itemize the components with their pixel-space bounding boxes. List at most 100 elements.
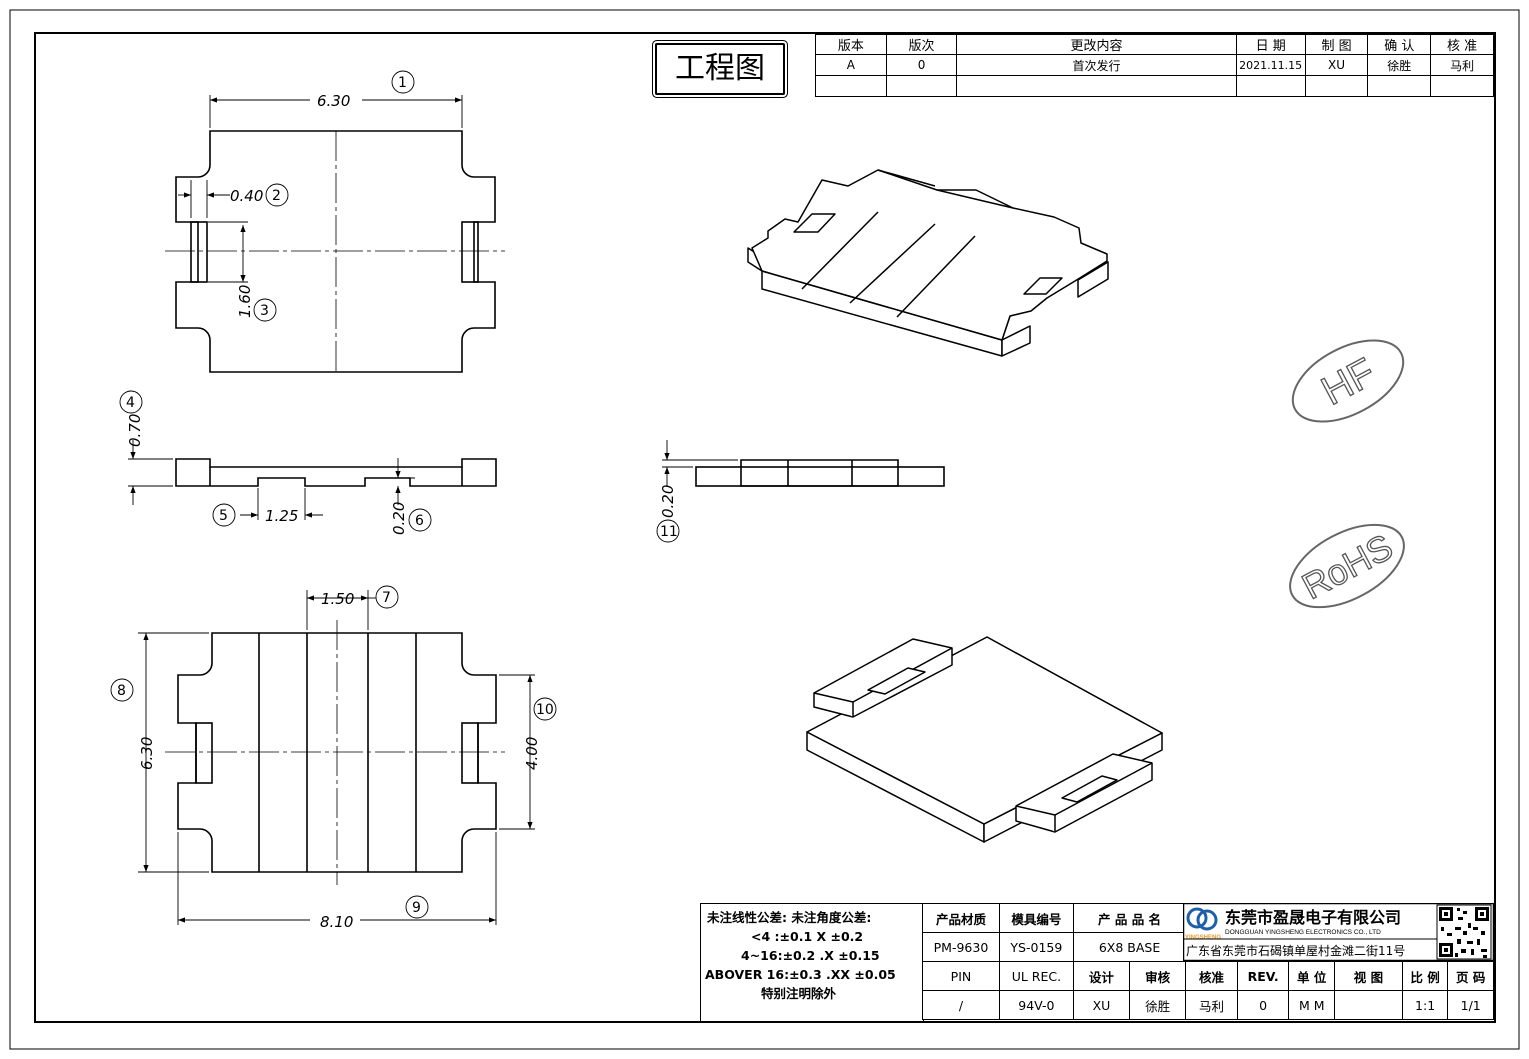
info-header: 模具编号 xyxy=(998,903,1074,933)
balloon-7: 7 xyxy=(382,590,391,606)
company-name: 东莞市盈晟电子有限公司 xyxy=(1225,908,1401,927)
rev-cell xyxy=(1430,75,1494,97)
info-header: UL REC. xyxy=(998,961,1074,991)
rev-header-approve: 核 准 xyxy=(1430,34,1494,55)
rev-header-edition: 版次 xyxy=(885,34,958,55)
balloon-3: 3 xyxy=(260,303,269,319)
dim-9-value: 8.10 xyxy=(320,913,353,931)
rev-cell xyxy=(1304,75,1369,97)
info-header: 审核 xyxy=(1129,961,1187,991)
dim-2 xyxy=(178,180,289,218)
rohs-stamp: RoHS xyxy=(1289,523,1405,609)
balloon-11: 11 xyxy=(660,524,678,540)
tolerance-line: 4~16:±0.2 .X ±0.15 xyxy=(741,948,880,963)
info-value: XU xyxy=(1072,990,1131,1020)
balloon-4: 4 xyxy=(126,395,135,411)
company-logo: YINGSHENG 东莞市盈晟电子有限公司 DONGGUAN YINGSHENG… xyxy=(1182,902,1495,962)
qr-code-icon xyxy=(1436,904,1492,960)
revision-row: A 0 首次发行 2021.11.15 XU 徐胜 马利 xyxy=(815,54,1494,76)
info-header: 单 位 xyxy=(1288,961,1335,991)
dim-5-value: 1.25 xyxy=(265,507,298,525)
rev-cell: 2021.11.15 xyxy=(1235,54,1306,76)
info-value: 徐胜 xyxy=(1129,990,1187,1020)
info-value: 0 xyxy=(1236,990,1290,1020)
info-header: 产 品 品 名 xyxy=(1072,903,1187,933)
tolerance-line: ABOVER 16:±0.3 .XX ±0.05 xyxy=(705,967,896,982)
dim-4 xyxy=(119,390,173,505)
rohs-stamp-text: RoHS xyxy=(1295,526,1399,607)
info-header: 核准 xyxy=(1185,961,1238,991)
dim-11 xyxy=(656,440,738,543)
balloon-10: 10 xyxy=(536,702,554,718)
edge-view xyxy=(695,459,945,487)
balloon-2: 2 xyxy=(272,188,281,204)
dim-8 xyxy=(110,632,209,873)
dim-9 xyxy=(177,832,497,925)
rev-cell: 首次发行 xyxy=(956,54,1237,76)
dim-10-value: 4.00 xyxy=(523,737,541,770)
company-name-en: DONGGUAN YINGSHENG ELECTRONICS CO., LTD xyxy=(1225,929,1381,936)
top-view xyxy=(165,130,505,373)
rev-cell: A xyxy=(815,54,887,76)
dim-7 xyxy=(306,585,399,630)
dim-1 xyxy=(209,70,463,128)
info-value: 1/1 xyxy=(1447,990,1494,1020)
dim-8-value: 6.30 xyxy=(138,737,156,770)
tolerance-line: <4 :±0.1 X ±0.2 xyxy=(751,929,864,944)
balloon-5: 5 xyxy=(219,508,228,524)
iso-view-top xyxy=(747,169,1109,357)
info-value xyxy=(1334,990,1403,1020)
balloon-9: 9 xyxy=(412,900,421,916)
dim-4-value: 0.70 xyxy=(126,414,144,447)
rev-cell: XU xyxy=(1304,54,1369,76)
info-value: YS-0159 xyxy=(998,932,1074,962)
dim-2-value: 0.40 xyxy=(230,187,263,205)
side-view xyxy=(175,458,497,487)
rev-header-drawn: 制 图 xyxy=(1304,34,1369,55)
info-header: 视 图 xyxy=(1334,961,1403,991)
rev-cell: 徐胜 xyxy=(1367,54,1432,76)
company-address: 广东省东莞市石碣镇单屋村金滩二街11号 xyxy=(1186,943,1405,958)
info-header: REV. xyxy=(1236,961,1290,991)
rev-cell xyxy=(815,75,887,97)
tolerance-line: 未注线性公差: 未注角度公差: xyxy=(707,910,872,925)
info-value: / xyxy=(922,990,1000,1020)
rev-cell xyxy=(1367,75,1432,97)
dim-5 xyxy=(212,488,323,527)
rev-cell: 0 xyxy=(885,54,958,76)
dim-10 xyxy=(499,674,557,830)
rev-header-version: 版本 xyxy=(815,34,887,55)
drawing-title: 工程图 xyxy=(655,43,785,95)
info-value: M M xyxy=(1288,990,1335,1020)
rev-cell xyxy=(1235,75,1306,97)
dim-6 xyxy=(390,458,432,532)
info-value: 马利 xyxy=(1185,990,1238,1020)
info-header: PIN xyxy=(922,961,1000,991)
revision-table: 版本 版次 更改内容 日 期 制 图 确 认 核 准 A 0 首次发行 2021… xyxy=(815,34,1494,97)
info-header: 设计 xyxy=(1072,961,1131,991)
company-logo-icon xyxy=(1186,907,1218,931)
company-logo-text: YINGSHENG xyxy=(1185,935,1221,941)
dim-11-value: 0.20 xyxy=(659,485,677,518)
revision-row xyxy=(815,75,1494,97)
rev-cell: 马利 xyxy=(1430,54,1494,76)
dim-3-value: 1.60 xyxy=(236,285,254,318)
rev-cell xyxy=(885,75,958,97)
dim-3 xyxy=(208,221,277,322)
tolerance-line: 特别注明除外 xyxy=(761,986,837,1001)
rev-header-date: 日 期 xyxy=(1235,34,1306,55)
title-block-table: 产品材质 模具编号 产 品 品 名 PM-9630 YS-0159 6X8 BA… xyxy=(922,903,1494,1020)
info-value: 1:1 xyxy=(1401,990,1449,1020)
info-value: 94V-0 xyxy=(998,990,1074,1020)
dim-1-value: 6.30 xyxy=(317,92,350,110)
bottom-view xyxy=(165,620,505,885)
hf-stamp: HF xyxy=(1291,339,1405,423)
balloon-1: 1 xyxy=(398,75,407,91)
info-value: 6X8 BASE xyxy=(1072,932,1187,962)
iso-view-bottom xyxy=(806,636,1163,843)
info-value: PM-9630 xyxy=(922,932,1000,962)
info-header: 产品材质 xyxy=(922,903,1000,933)
rev-header-confirm: 确 认 xyxy=(1367,34,1432,55)
dim-7-value: 1.50 xyxy=(321,590,354,608)
